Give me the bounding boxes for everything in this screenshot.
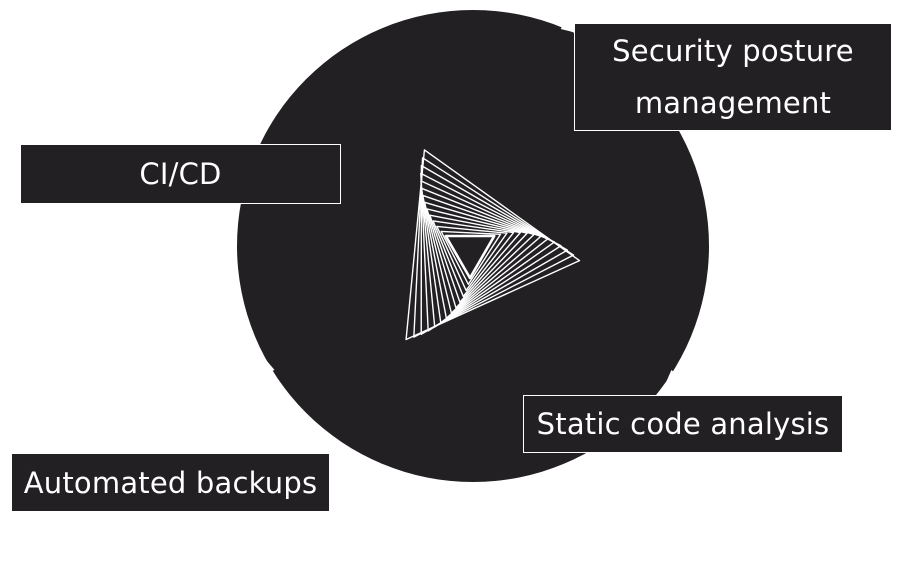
automated-backups-label: Automated backups: [12, 454, 329, 511]
logo-spiral-stroke: [444, 234, 496, 280]
logo-spiral-stroke: [429, 214, 522, 303]
spiral-triangle-logo: [405, 149, 581, 341]
logo-spiral-stroke: [422, 194, 542, 319]
logo-spiral-stroke: [413, 157, 575, 338]
logo-spiral-stroke: [432, 220, 515, 298]
logo-spiral-stroke: [420, 187, 549, 324]
logo-spiral-stroke: [420, 172, 562, 332]
security-label-line-1: Security posture: [612, 34, 854, 68]
notch-right: [665, 370, 688, 386]
logo-spiral-stroke: [405, 149, 581, 341]
logo-spiral-stroke: [420, 164, 569, 335]
logo-spiral-stroke: [436, 225, 508, 292]
static-code-analysis-label: Static code analysis: [523, 395, 843, 453]
logo-spiral-stroke: [426, 208, 528, 309]
security-label-line-2: management: [634, 86, 832, 120]
cicd-label: CI/CD: [20, 144, 341, 204]
logo-spiral-stroke: [420, 180, 556, 328]
logo-spiral-stroke: [423, 201, 535, 314]
security-posture-management-label: Security posture management: [574, 23, 892, 131]
notch-top: [560, 10, 575, 33]
notch-left: [253, 359, 275, 379]
logo-spiral-stroke: [440, 230, 502, 285]
